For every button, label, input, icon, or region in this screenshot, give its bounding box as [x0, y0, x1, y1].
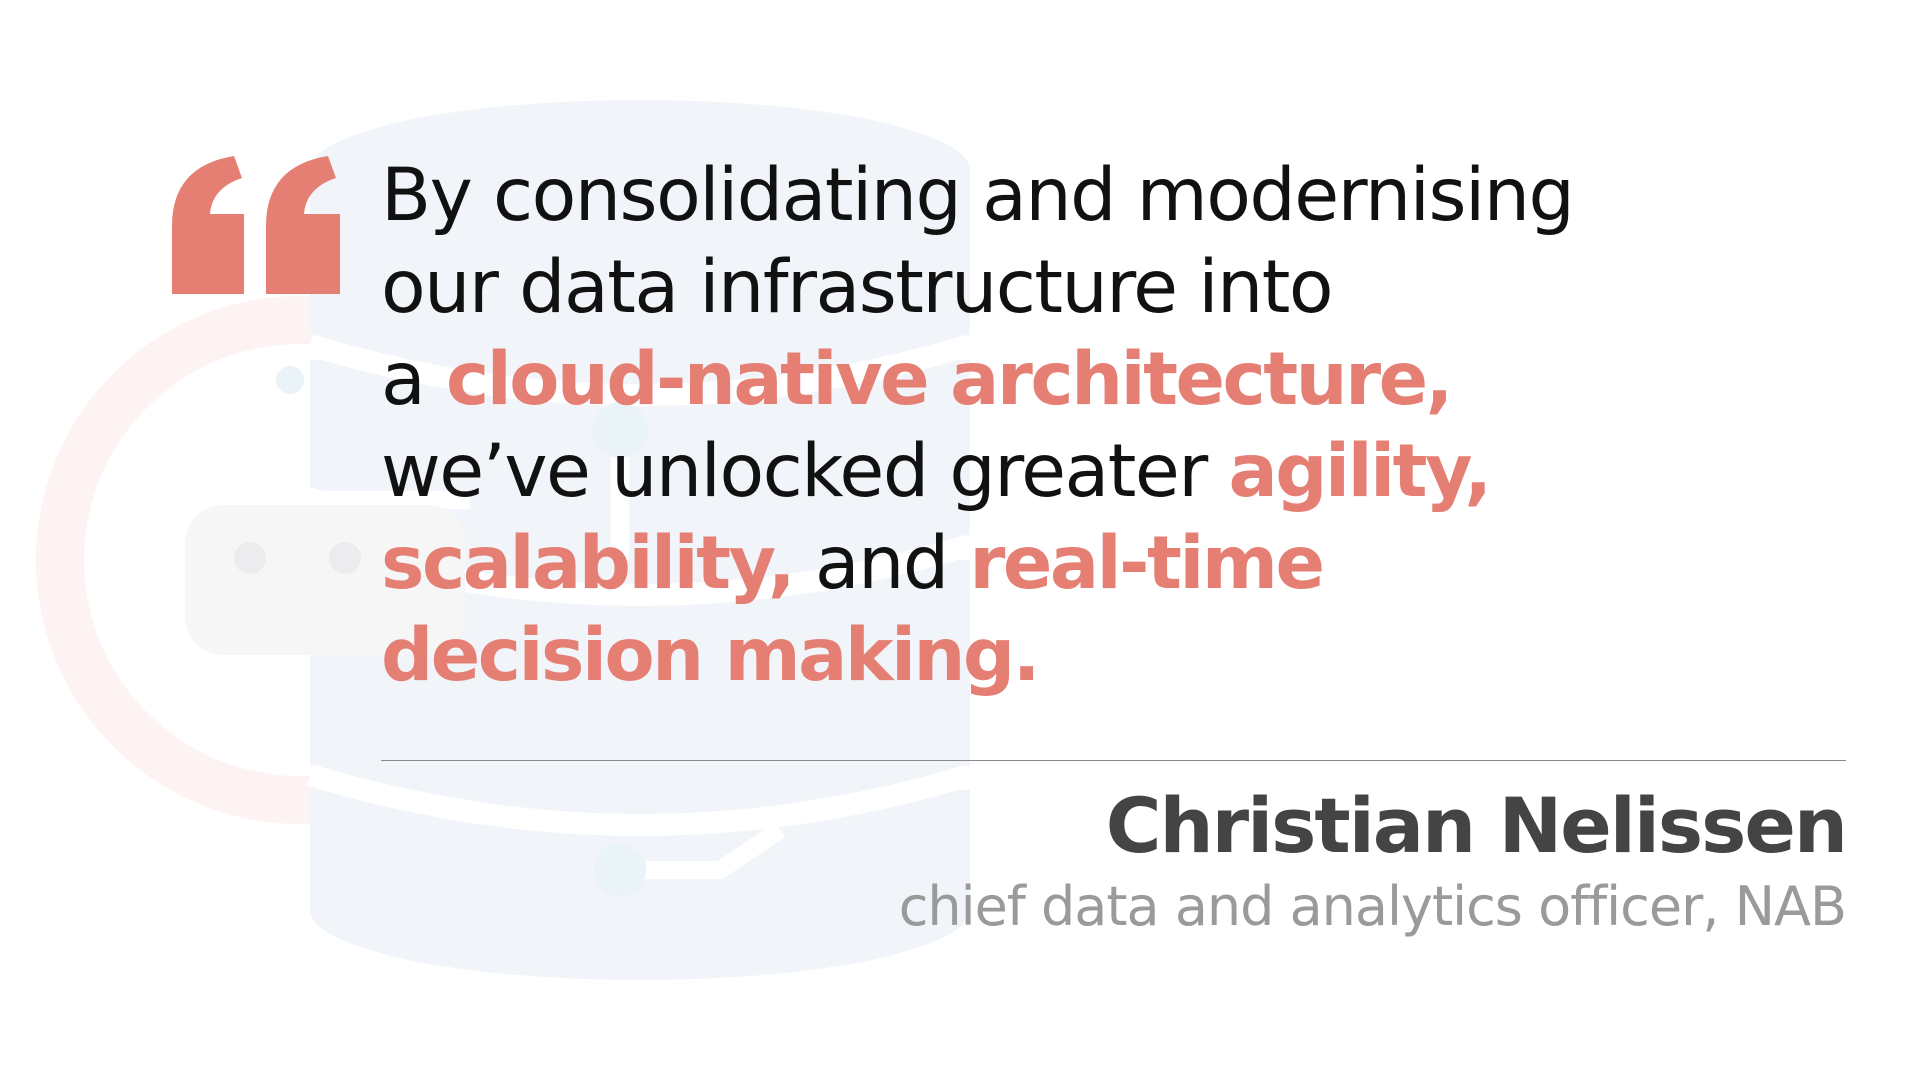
quote-line-4: we’ve unlocked greater agility,	[381, 426, 1881, 518]
quote-line-2: our data infrastructure into	[381, 245, 1334, 330]
quote-line-1: By consolidating and modernising	[381, 153, 1575, 238]
quote-line-5-join: and	[793, 521, 970, 606]
quote-line-5: scalability, and real-time	[381, 518, 1881, 610]
quote-line-3: a cloud-native architecture,	[381, 334, 1881, 426]
author-name: Christian Nelissen	[1105, 781, 1848, 870]
quote-line-4-lead: we’ve unlocked greater	[381, 429, 1229, 514]
highlight-cloud-native: cloud-native architecture,	[445, 337, 1453, 422]
quote-text: By consolidating and modernising our dat…	[381, 150, 1881, 702]
highlight-scalability: scalability,	[381, 521, 796, 606]
attribution-divider	[381, 760, 1846, 761]
open-quote-icon	[172, 156, 340, 294]
highlight-real-time: real-time	[969, 521, 1325, 606]
quote-line-3-lead: a	[381, 337, 446, 422]
highlight-decision-making: decision making.	[381, 613, 1040, 698]
author-role: chief data and analytics officer, NAB	[898, 875, 1847, 938]
highlight-agility: agility,	[1228, 429, 1493, 514]
